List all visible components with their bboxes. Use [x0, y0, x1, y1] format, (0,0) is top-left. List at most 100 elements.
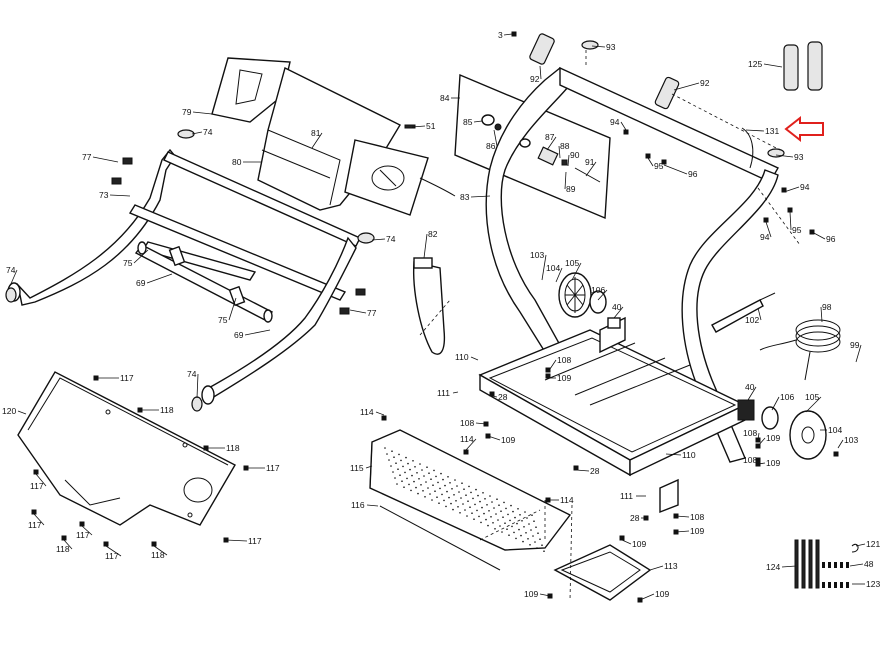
callout-120: 120: [2, 406, 16, 416]
leader-40: [747, 386, 757, 401]
hood-hole: [503, 501, 505, 504]
hood-ventilation: [384, 447, 545, 552]
hood-hole: [450, 502, 452, 505]
part-120-base-cover: [17, 371, 236, 526]
hood-hole: [420, 484, 422, 486]
leader-114: [465, 438, 477, 451]
callout-118: 118: [151, 550, 165, 560]
leader-28: [575, 469, 590, 472]
leader-106: [597, 289, 608, 301]
leader-86: [493, 129, 498, 147]
highlight-arrow-131: [784, 115, 824, 143]
leader-106: [771, 396, 780, 411]
callout-92: 92: [700, 78, 710, 88]
screw-icon: [489, 391, 495, 397]
part-113-handle: [553, 544, 652, 601]
callout-113: 113: [664, 561, 678, 571]
callout-90: 90: [570, 150, 580, 160]
callout-74: 74: [203, 127, 213, 137]
leader-89: [564, 171, 567, 190]
hood-hole: [476, 509, 478, 512]
callout-108: 108: [557, 355, 571, 365]
hood-hole: [486, 504, 488, 506]
leader-90: [567, 154, 570, 167]
callout-109: 109: [655, 589, 669, 599]
callout-28: 28: [590, 466, 600, 476]
callout-109: 109: [766, 433, 780, 443]
callout-74: 74: [187, 369, 197, 379]
leader-109: [621, 539, 632, 545]
callout-110: 110: [455, 352, 469, 362]
callout-108: 108: [690, 512, 704, 522]
callout-109: 109: [501, 435, 515, 445]
callout-121: 121: [866, 539, 880, 549]
hood-hole: [388, 459, 390, 461]
hood-hole: [397, 468, 399, 471]
hood-hole: [430, 478, 432, 481]
callout-109: 109: [632, 539, 646, 549]
callout-83: 83: [460, 192, 470, 202]
leader-75: [228, 297, 237, 321]
callout-69: 69: [234, 330, 244, 340]
hood-hole: [477, 494, 479, 497]
hood-hole: [535, 526, 537, 528]
callout-99: 99: [850, 340, 860, 350]
kit-screw-icon: [828, 562, 831, 568]
callout-89: 89: [566, 184, 576, 194]
screw-icon: [61, 535, 67, 541]
leader-103: [541, 254, 547, 281]
screw-icon: [463, 449, 469, 455]
hood-hole: [530, 529, 532, 531]
leader-108: [547, 359, 557, 373]
leader-51: [411, 125, 426, 128]
leader-83: [470, 195, 491, 198]
callout-115: 115: [350, 463, 364, 473]
leader-118: [63, 539, 73, 550]
callout-85: 85: [463, 117, 473, 127]
hood-hole: [410, 489, 412, 492]
kit-screw-icon: [846, 562, 849, 568]
callout-94: 94: [610, 117, 620, 127]
hood-hole: [454, 479, 456, 481]
screw-icon: [545, 367, 551, 373]
callout-116: 116: [351, 500, 365, 510]
part-115-hood: [369, 429, 572, 551]
leader-69: [244, 329, 271, 336]
hood-hole: [527, 538, 529, 540]
callout-117: 117: [120, 373, 134, 383]
leader-69: [146, 273, 173, 284]
leader-95: [789, 211, 792, 231]
hood-hole: [414, 466, 416, 468]
callout-118: 118: [160, 405, 174, 415]
hood-hole: [515, 537, 517, 540]
hood-hole: [508, 534, 510, 536]
hood-hole: [425, 481, 427, 483]
hardware-kit: [794, 539, 859, 589]
hood-hole: [433, 469, 435, 472]
hood-hole: [452, 508, 454, 511]
leader-102: [757, 307, 762, 321]
hood-hole: [407, 462, 409, 465]
hood-hole: [533, 520, 535, 522]
leader-110: [470, 356, 479, 361]
hood-hole: [519, 514, 521, 516]
callout-96: 96: [688, 169, 698, 179]
hood-hole: [463, 488, 465, 491]
hood-hole: [465, 494, 467, 497]
callout-109: 109: [557, 373, 571, 383]
callout-91: 91: [585, 157, 595, 167]
hood-hole: [490, 516, 492, 518]
hood-hole: [534, 541, 536, 543]
callout-93: 93: [606, 42, 616, 52]
leader-94: [620, 121, 627, 131]
callout-118: 118: [56, 544, 70, 554]
leader-117: [225, 539, 248, 542]
hood-hole: [498, 504, 500, 507]
hood-hole: [492, 522, 494, 524]
hood-hole: [416, 472, 418, 474]
hood-hole: [521, 520, 523, 522]
hood-hole: [502, 516, 504, 518]
hood-hole: [491, 501, 493, 503]
hood-hole: [458, 491, 460, 493]
